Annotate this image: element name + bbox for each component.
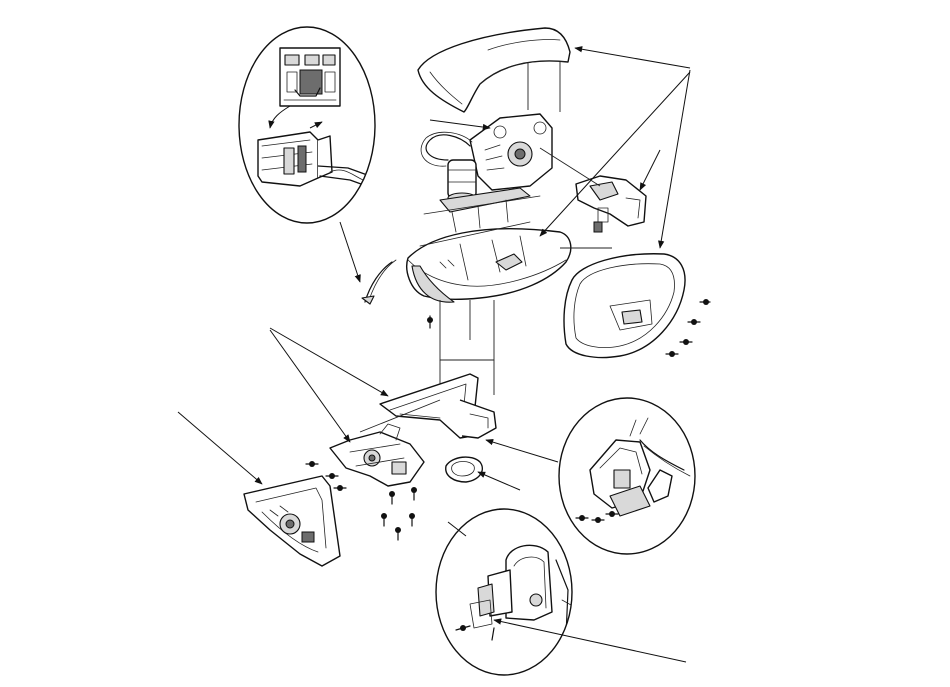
screw-icon	[395, 527, 401, 541]
mirror-housing-icon	[406, 221, 572, 303]
screw-icon	[665, 351, 679, 357]
callout-connector-detail	[238, 26, 376, 283]
callout-leader	[447, 521, 467, 537]
mounting-leader	[493, 618, 687, 663]
leader-lines-top-right	[539, 46, 691, 249]
mirror-base-icon	[379, 373, 497, 439]
leader-lines-left	[177, 327, 441, 485]
screw-icon	[427, 315, 433, 329]
harness-connector-icon	[361, 259, 397, 305]
screw-icon	[409, 513, 415, 527]
callout-harness-detail	[485, 397, 696, 555]
callout-leader	[339, 221, 361, 283]
mounting-detail-icon	[469, 544, 572, 641]
screw-group-bottom	[305, 461, 417, 541]
screw-icon	[411, 487, 417, 501]
hinge-bracket-icon	[329, 423, 425, 487]
harness-detail-icon	[589, 417, 691, 517]
screw-icon	[305, 461, 319, 467]
screw-icon	[679, 339, 693, 345]
screw-icon	[591, 517, 605, 523]
screw-icon	[325, 473, 339, 479]
turn-signal-icon	[575, 149, 661, 233]
callout-leader	[485, 439, 559, 463]
mirror-glass-icon	[563, 253, 686, 359]
screw-group-right	[665, 299, 711, 357]
screw-icon	[455, 625, 471, 631]
screw-icon	[699, 299, 711, 305]
screw-icon	[687, 319, 701, 325]
door-cover-icon	[243, 475, 341, 567]
screw-icon	[381, 513, 387, 527]
mirror-cap-icon	[417, 27, 571, 113]
alignment-guides	[439, 62, 612, 395]
screw-icon	[575, 515, 589, 521]
screw-icon	[605, 511, 619, 517]
callout-mounting-detail	[435, 508, 687, 676]
screw-icon	[333, 485, 347, 491]
gasket-icon	[445, 456, 521, 491]
connector-detail-icon	[257, 47, 373, 189]
screw-icon	[389, 491, 395, 505]
actuator-motor-icon	[420, 113, 553, 233]
